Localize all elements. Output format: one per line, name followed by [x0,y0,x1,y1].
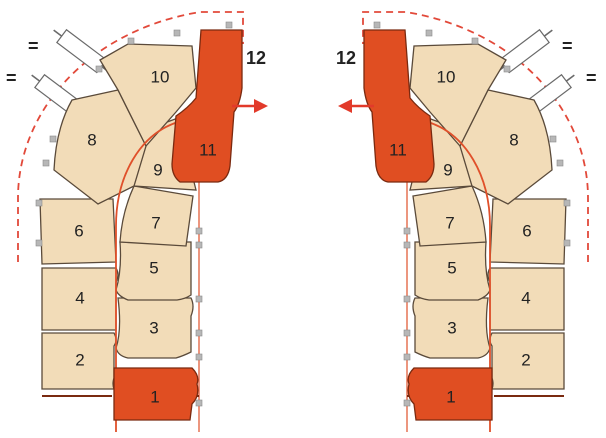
block-10-label: 10 [151,68,170,87]
block-3-label: 3 [447,319,456,338]
block-3-label: 3 [149,319,158,338]
jack-symbol: = [586,68,597,88]
block-6-label: 6 [522,222,531,241]
block-7-label: 7 [151,214,160,233]
right-arch-half: 2 4 6 3 5 7 9 8 10 1 11 12 = = [336,12,597,432]
block-8-label: 8 [509,131,518,150]
block-10-label: 10 [437,68,456,87]
block-6-label: 6 [74,222,83,241]
left-arch-half: 2 4 6 3 5 7 9 8 10 1 11 12 = = [6,12,268,432]
block-11-label: 11 [199,141,217,160]
block-5-label: 5 [447,259,456,278]
block-2-label: 2 [75,351,84,370]
jack-symbol: = [28,36,39,56]
block-1-label: 1 [150,388,159,407]
block-11-label: 11 [389,141,407,160]
block-2-label: 2 [521,351,530,370]
block-5-label: 5 [149,259,158,278]
block-8-label: 8 [87,131,96,150]
jack-symbol: = [562,36,573,56]
jack-symbol: = [6,68,17,88]
block-1-label: 1 [446,388,455,407]
direction-label-12: 12 [246,48,266,68]
block-4-label: 4 [75,289,84,308]
direction-label-12: 12 [336,48,356,68]
block-9-label: 9 [443,161,452,180]
block-4-label: 4 [521,289,530,308]
block-9-label: 9 [153,161,162,180]
block-7-label: 7 [445,214,454,233]
